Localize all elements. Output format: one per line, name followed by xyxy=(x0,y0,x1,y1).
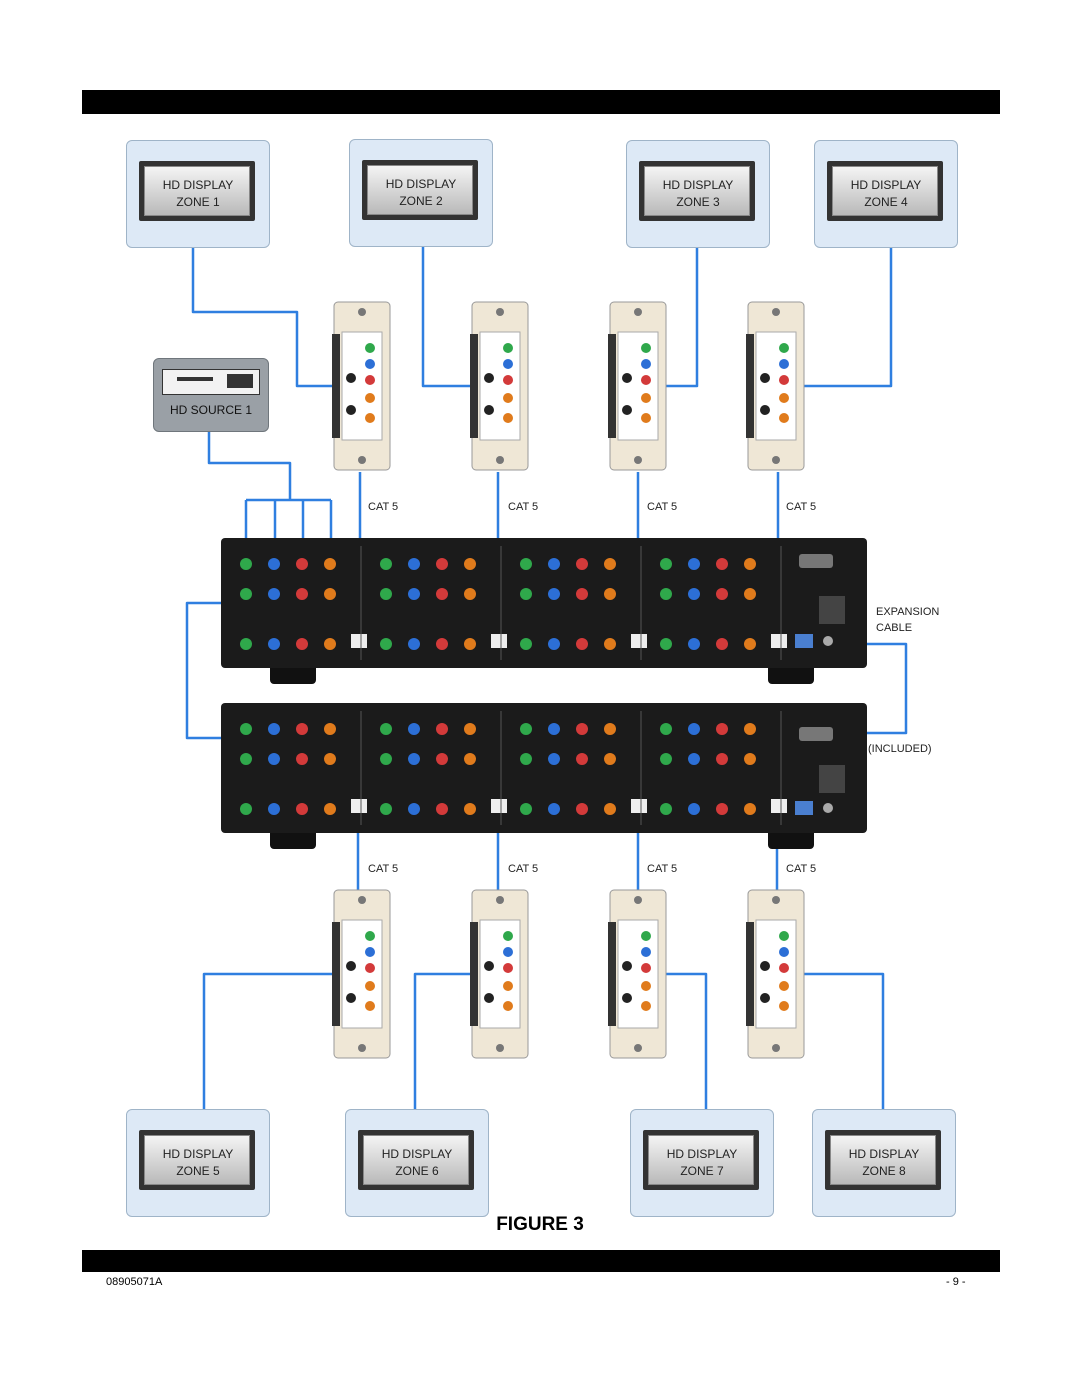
unit-1-foot-left xyxy=(270,668,316,684)
display-label: HD DISPLAY xyxy=(662,178,734,192)
cat5-label: CAT 5 xyxy=(368,501,399,513)
expansion-cable xyxy=(836,642,908,735)
wire-zone1 xyxy=(191,246,346,388)
display-label: HD DISPLAY xyxy=(162,1147,234,1161)
display-label: HD DISPLAY xyxy=(381,1147,453,1161)
display-label: HD DISPLAY xyxy=(850,178,922,192)
wire-zone5 xyxy=(202,972,346,1110)
figure-caption: FIGURE 3 xyxy=(496,1214,584,1235)
wall-plate-zone-2 xyxy=(470,301,529,471)
header-bar xyxy=(82,90,1000,114)
hd-display-zone-2: HD DISPLAY ZONE 2 xyxy=(349,139,493,247)
wall-plate-zone-1 xyxy=(332,301,391,471)
expansion-line1: EXPANSION xyxy=(876,606,940,618)
cat5-label: CAT 5 xyxy=(786,863,817,875)
display-zone: ZONE 6 xyxy=(395,1164,439,1178)
wire-zone8 xyxy=(780,972,885,1110)
display-label: HD DISPLAY xyxy=(666,1147,738,1161)
cat5-label: CAT 5 xyxy=(647,863,678,875)
matrix-switcher-unit-1 xyxy=(221,538,867,668)
wire-source xyxy=(207,430,292,500)
wall-plate-zone-6 xyxy=(470,889,529,1059)
wall-plate-zone-5 xyxy=(332,889,391,1059)
display-label: HD DISPLAY xyxy=(162,178,234,192)
hd-display-zone-8: HD DISPLAY ZONE 8 xyxy=(812,1109,956,1217)
included-label: (INCLUDED) xyxy=(868,743,932,755)
matrix-switcher-unit-2 xyxy=(221,703,867,833)
hd-display-zone-5: HD DISPLAY ZONE 5 xyxy=(126,1109,270,1217)
wire-zone2 xyxy=(421,246,484,388)
cat5-label: CAT 5 xyxy=(786,501,817,513)
hd-display-zone-1: HD DISPLAY ZONE 1 xyxy=(126,140,270,248)
display-zone: ZONE 2 xyxy=(399,194,443,208)
cat5-label: CAT 5 xyxy=(368,863,399,875)
source-label: HD SOURCE 1 xyxy=(169,403,252,417)
hd-source-1: HD SOURCE 1 xyxy=(153,358,269,432)
hd-display-zone-3: HD DISPLAY ZONE 3 xyxy=(626,140,770,248)
display-label: HD DISPLAY xyxy=(385,177,457,191)
expansion-cable-label: EXPANSION CABLE xyxy=(876,604,939,636)
display-zone: ZONE 7 xyxy=(680,1164,724,1178)
wall-plate-zone-7 xyxy=(608,889,667,1059)
hd-display-zone-6: HD DISPLAY ZONE 6 xyxy=(345,1109,489,1217)
hd-display-zone-4: HD DISPLAY ZONE 4 xyxy=(814,140,958,248)
expansion-line2: CABLE xyxy=(876,622,913,634)
display-label: HD DISPLAY xyxy=(848,1147,920,1161)
display-zone: ZONE 4 xyxy=(864,195,908,209)
wall-plate-zone-4 xyxy=(746,301,805,471)
unit-2-foot-right xyxy=(768,833,814,849)
display-zone: ZONE 5 xyxy=(176,1164,220,1178)
wall-plate-zone-8 xyxy=(746,889,805,1059)
unit-1-foot-right xyxy=(768,668,814,684)
hd-display-zone-7: HD DISPLAY ZONE 7 xyxy=(630,1109,774,1217)
unit-2-foot-left xyxy=(270,833,316,849)
cat5-label: CAT 5 xyxy=(508,863,539,875)
wire-zone4 xyxy=(780,246,893,388)
wire-zone6 xyxy=(413,972,484,1110)
cat5-label: CAT 5 xyxy=(647,501,678,513)
display-zone: ZONE 3 xyxy=(676,195,720,209)
wall-plate-zone-3 xyxy=(608,301,667,471)
cat5-label: CAT 5 xyxy=(508,501,539,513)
dvd-player-icon xyxy=(162,369,260,395)
doc-number: 08905071A xyxy=(106,1276,163,1288)
page-number: - 9 - xyxy=(946,1276,966,1288)
display-zone: ZONE 8 xyxy=(862,1164,906,1178)
display-zone: ZONE 1 xyxy=(176,195,220,209)
footer-bar xyxy=(82,1250,1000,1272)
